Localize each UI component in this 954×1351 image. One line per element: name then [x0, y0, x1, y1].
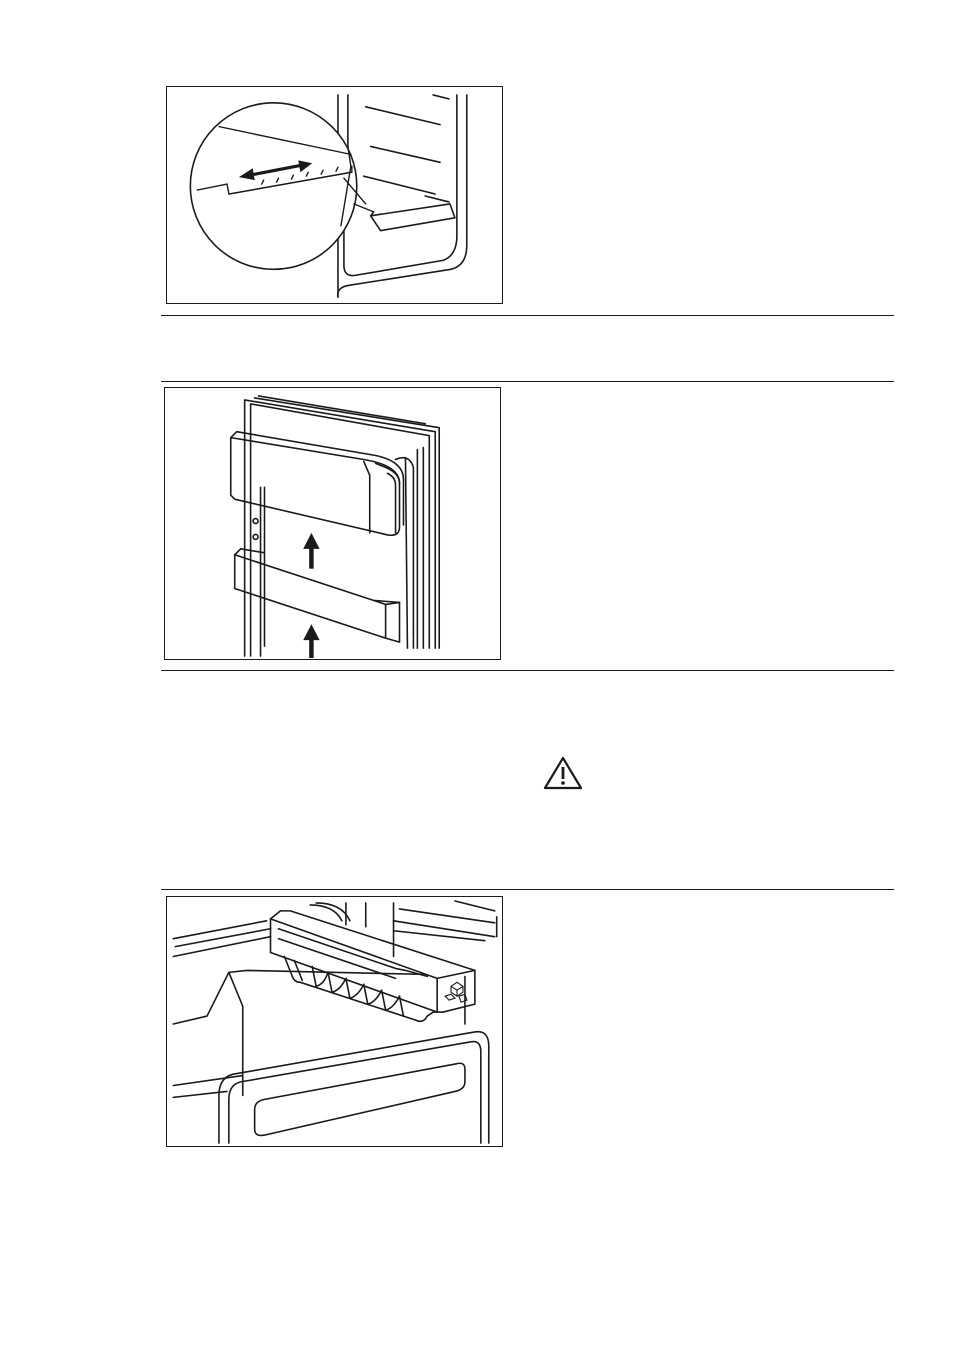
figure-shelf-adjust — [166, 86, 503, 304]
up-arrow-icon — [303, 533, 319, 569]
ice-cube-icon — [445, 982, 467, 1002]
shelf-adjust-illustration — [167, 87, 502, 303]
figure-ice-tray — [166, 896, 503, 1147]
ice-tray-illustration — [167, 897, 502, 1146]
figure-door-balcony — [164, 387, 501, 660]
section-divider — [161, 889, 894, 890]
section-divider — [161, 381, 894, 382]
section-divider — [161, 315, 894, 316]
up-arrow-icon — [303, 624, 319, 658]
warning-triangle-icon — [542, 755, 584, 791]
door-balcony-illustration — [165, 388, 500, 659]
section-divider — [161, 670, 894, 671]
